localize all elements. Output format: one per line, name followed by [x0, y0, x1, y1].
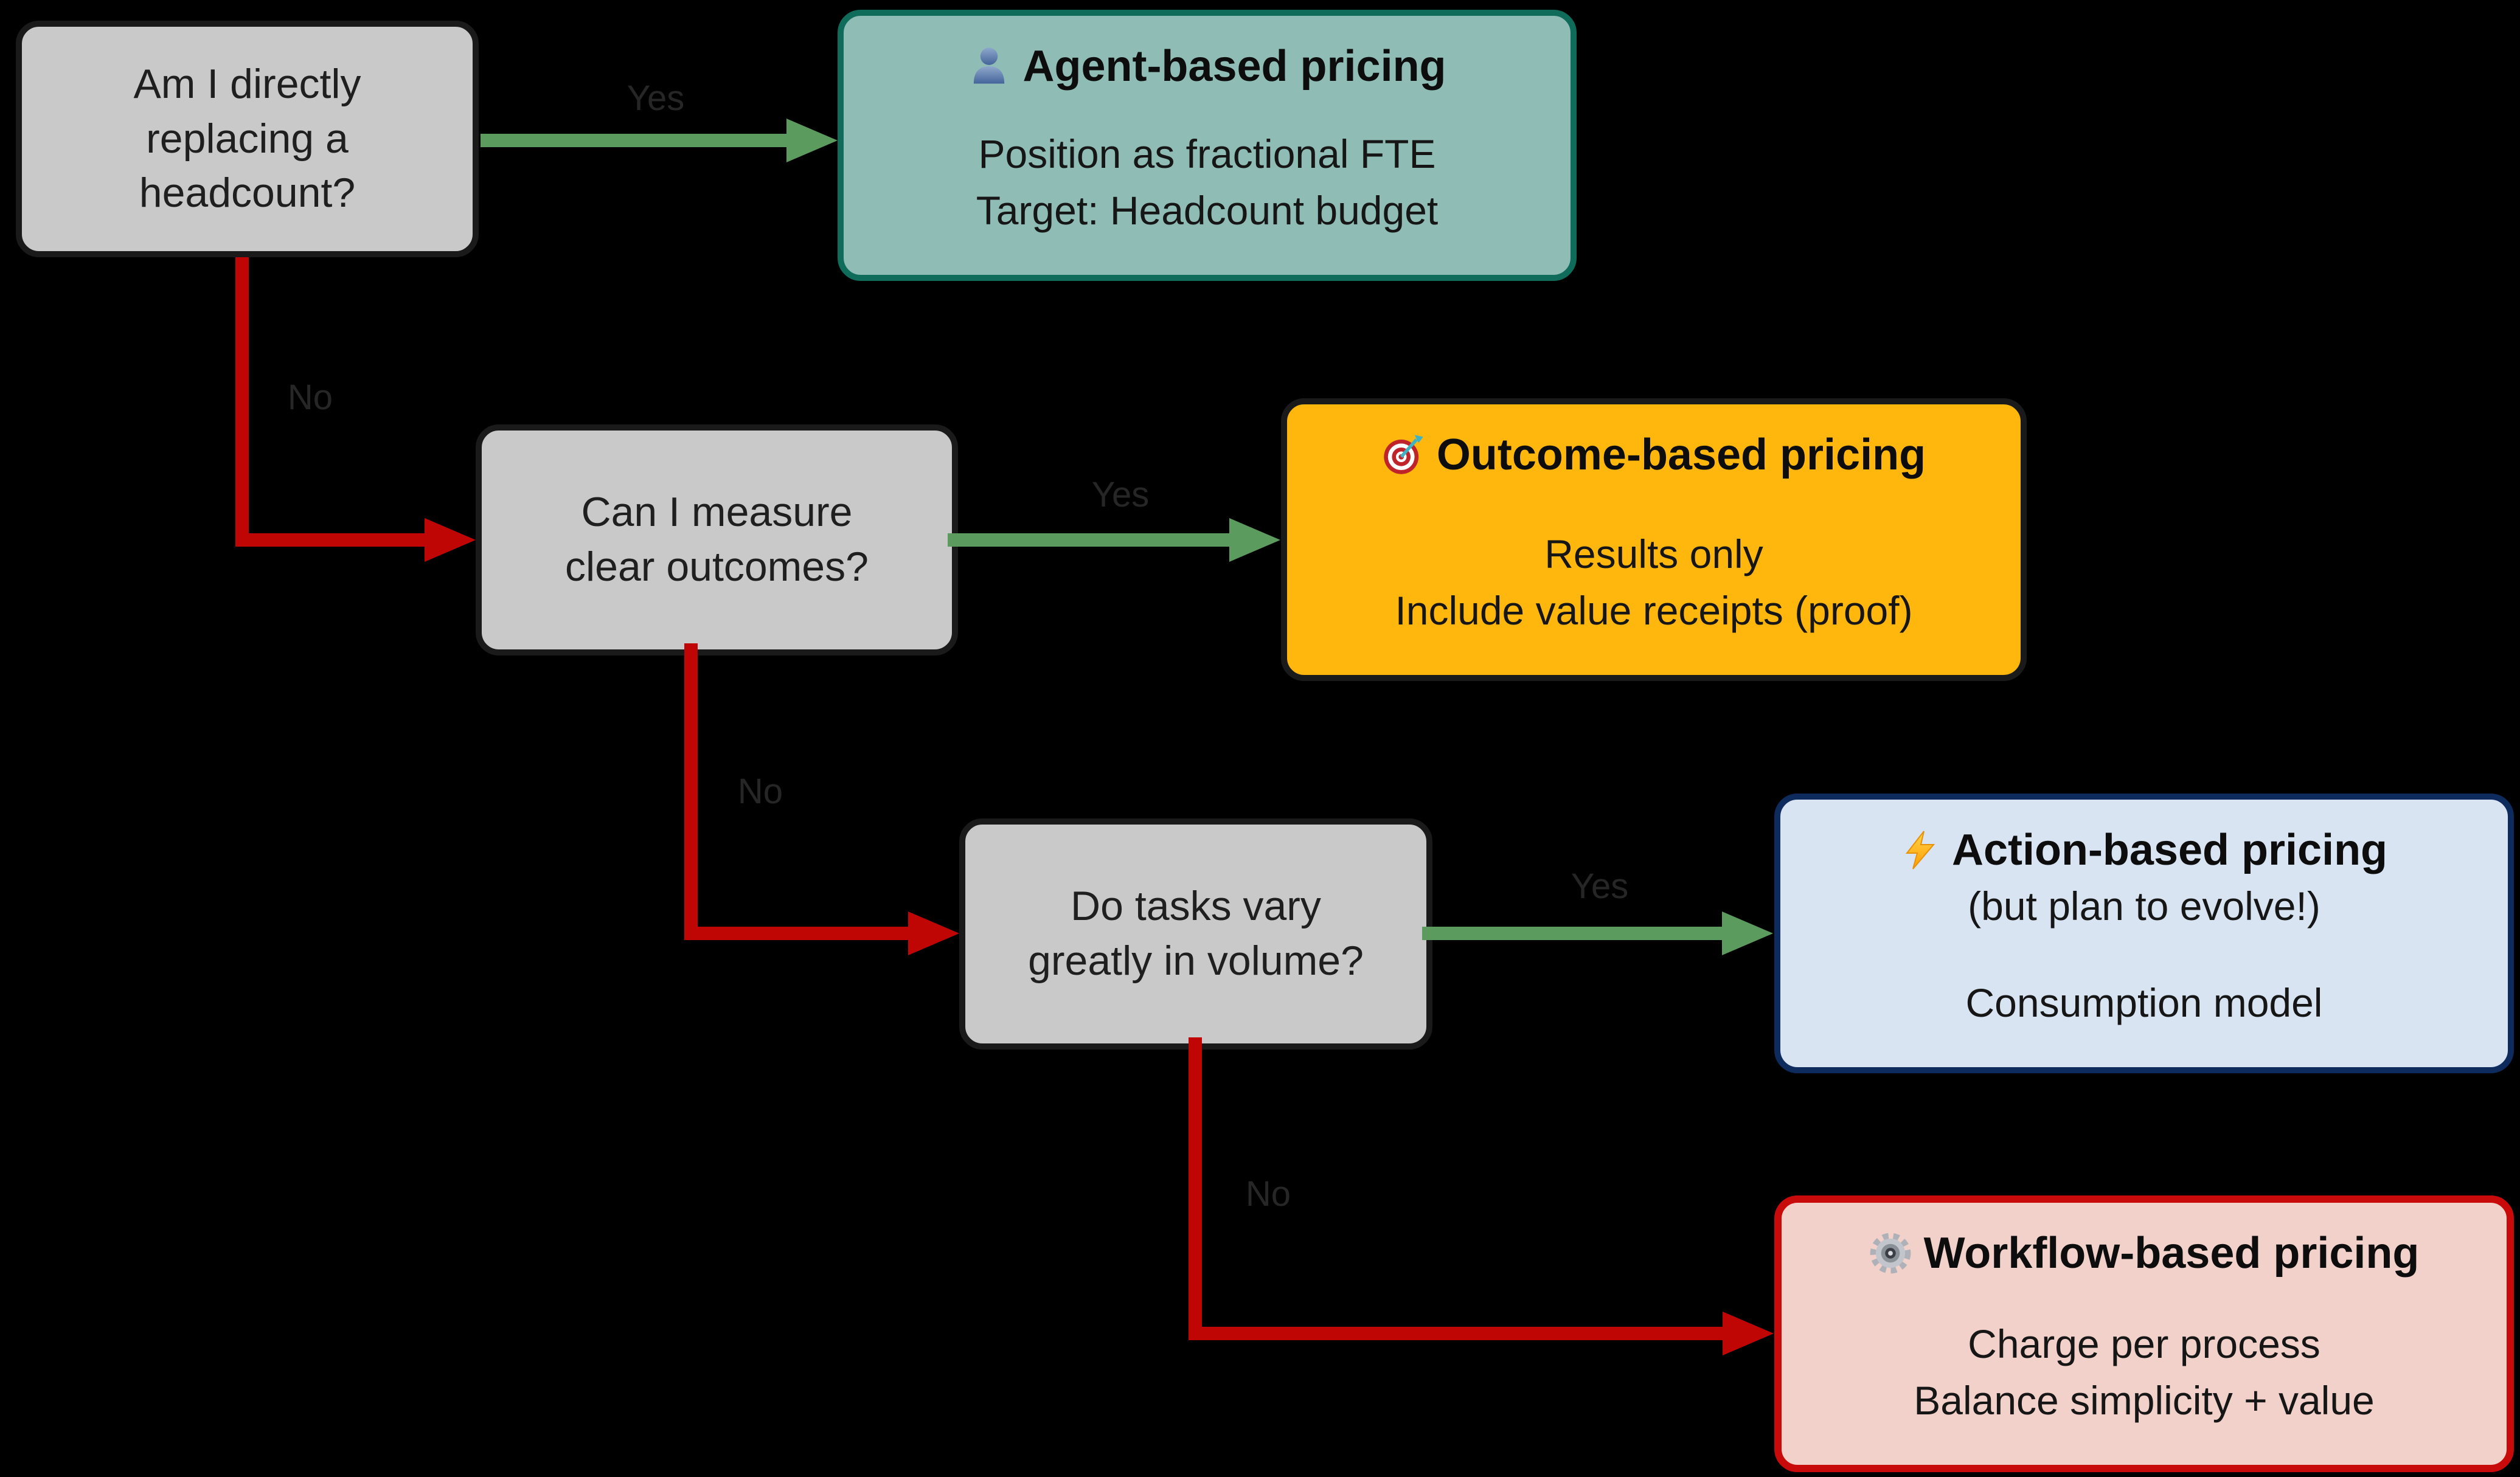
result-box-action-based-pricing: Action-based pricing (but plan to evolve… [1774, 794, 2514, 1073]
yes-arrowhead-q1 [786, 119, 838, 162]
no-arrowhead-q1 [425, 518, 476, 562]
yes-label-q3: Yes [1571, 866, 1629, 906]
decision-text-line: clear outcomes? [565, 544, 869, 590]
result-box-workflow-based-pricing: Workflow-based pricing Charge per proces… [1774, 1195, 2514, 1472]
no-arrowhead-q3 [1723, 1312, 1774, 1355]
decision-text-line: Am I directly [133, 60, 361, 107]
decision-text-line: Can I measure [581, 489, 853, 536]
yes-arrow-q2 [948, 533, 1230, 547]
result-title: Action-based pricing [1951, 826, 2388, 874]
yes-arrow-q1 [481, 134, 788, 147]
no-arrow-q1-horizontal [235, 533, 427, 547]
person-icon [974, 47, 1005, 84]
decision-text-line: replacing a [146, 115, 349, 162]
result-body-line: Position as fractional FTE [978, 131, 1436, 176]
target-icon [1384, 435, 1423, 475]
result-title-block: Action-based pricing (but plan to evolve… [1901, 825, 2387, 933]
decision-text-line: headcount? [139, 170, 356, 216]
result-subtitle: (but plan to evolve!) [1968, 883, 2320, 929]
yes-label-q2: Yes [1091, 475, 1150, 514]
decision-box-task-volume: Do tasks vary greatly in volume? [959, 818, 1432, 1050]
result-body-line: Target: Headcount budget [976, 188, 1439, 233]
no-label-q3: No [1245, 1174, 1291, 1214]
yes-arrowhead-q2 [1229, 518, 1280, 562]
result-title-row: Agent-based pricing [968, 41, 1446, 92]
result-body-line: Consumption model [1965, 980, 2323, 1026]
no-arrow-q3-horizontal [1189, 1327, 1724, 1340]
result-box-outcome-based-pricing: Outcome-based pricing Results only Inclu… [1281, 398, 2027, 681]
result-body: Results only Include value receipts (pro… [1395, 526, 1912, 640]
yes-label-q1: Yes [627, 78, 685, 118]
result-title-row: Workflow-based pricing [1869, 1228, 2420, 1279]
no-label-q2: No [737, 772, 783, 811]
result-body: Consumption model [1966, 975, 2323, 1032]
result-body: Position as fractional FTE Target: Headc… [976, 126, 1439, 240]
result-title: Agent-based pricing [1022, 42, 1446, 91]
result-body: Charge per process Balance simplicity + … [1914, 1316, 2375, 1430]
decision-box-replacing-headcount: Am I directly replacing a headcount? [16, 21, 479, 257]
no-label-q1: No [287, 378, 333, 417]
no-arrow-q2-vertical [684, 643, 698, 940]
yes-arrowhead-q3 [1722, 911, 1773, 955]
no-arrow-q2-horizontal [684, 927, 911, 940]
decision-text-line: greatly in volume? [1028, 938, 1364, 984]
lightning-icon [1905, 831, 1935, 870]
gear-icon [1870, 1233, 1911, 1274]
no-arrow-q1-vertical [235, 257, 249, 547]
decision-text-line: Do tasks vary [1071, 883, 1321, 930]
result-body-line: Results only [1544, 531, 1763, 576]
decision-box-measure-outcomes: Can I measure clear outcomes? [476, 424, 958, 655]
result-title-row: Outcome-based pricing [1382, 430, 1926, 480]
no-arrow-q3-vertical [1189, 1037, 1202, 1340]
result-body-line: Include value receipts (proof) [1395, 588, 1913, 634]
result-title: Workflow-based pricing [1923, 1229, 2420, 1278]
result-body-line: Charge per process [1968, 1321, 2320, 1366]
result-title: Outcome-based pricing [1436, 431, 1926, 479]
result-body-line: Balance simplicity + value [1914, 1378, 2375, 1423]
yes-arrow-q3 [1422, 927, 1723, 940]
no-arrowhead-q2 [908, 911, 959, 955]
result-title-row: Action-based pricing [1901, 825, 2387, 876]
result-box-agent-based-pricing: Agent-based pricing Position as fraction… [838, 10, 1577, 281]
